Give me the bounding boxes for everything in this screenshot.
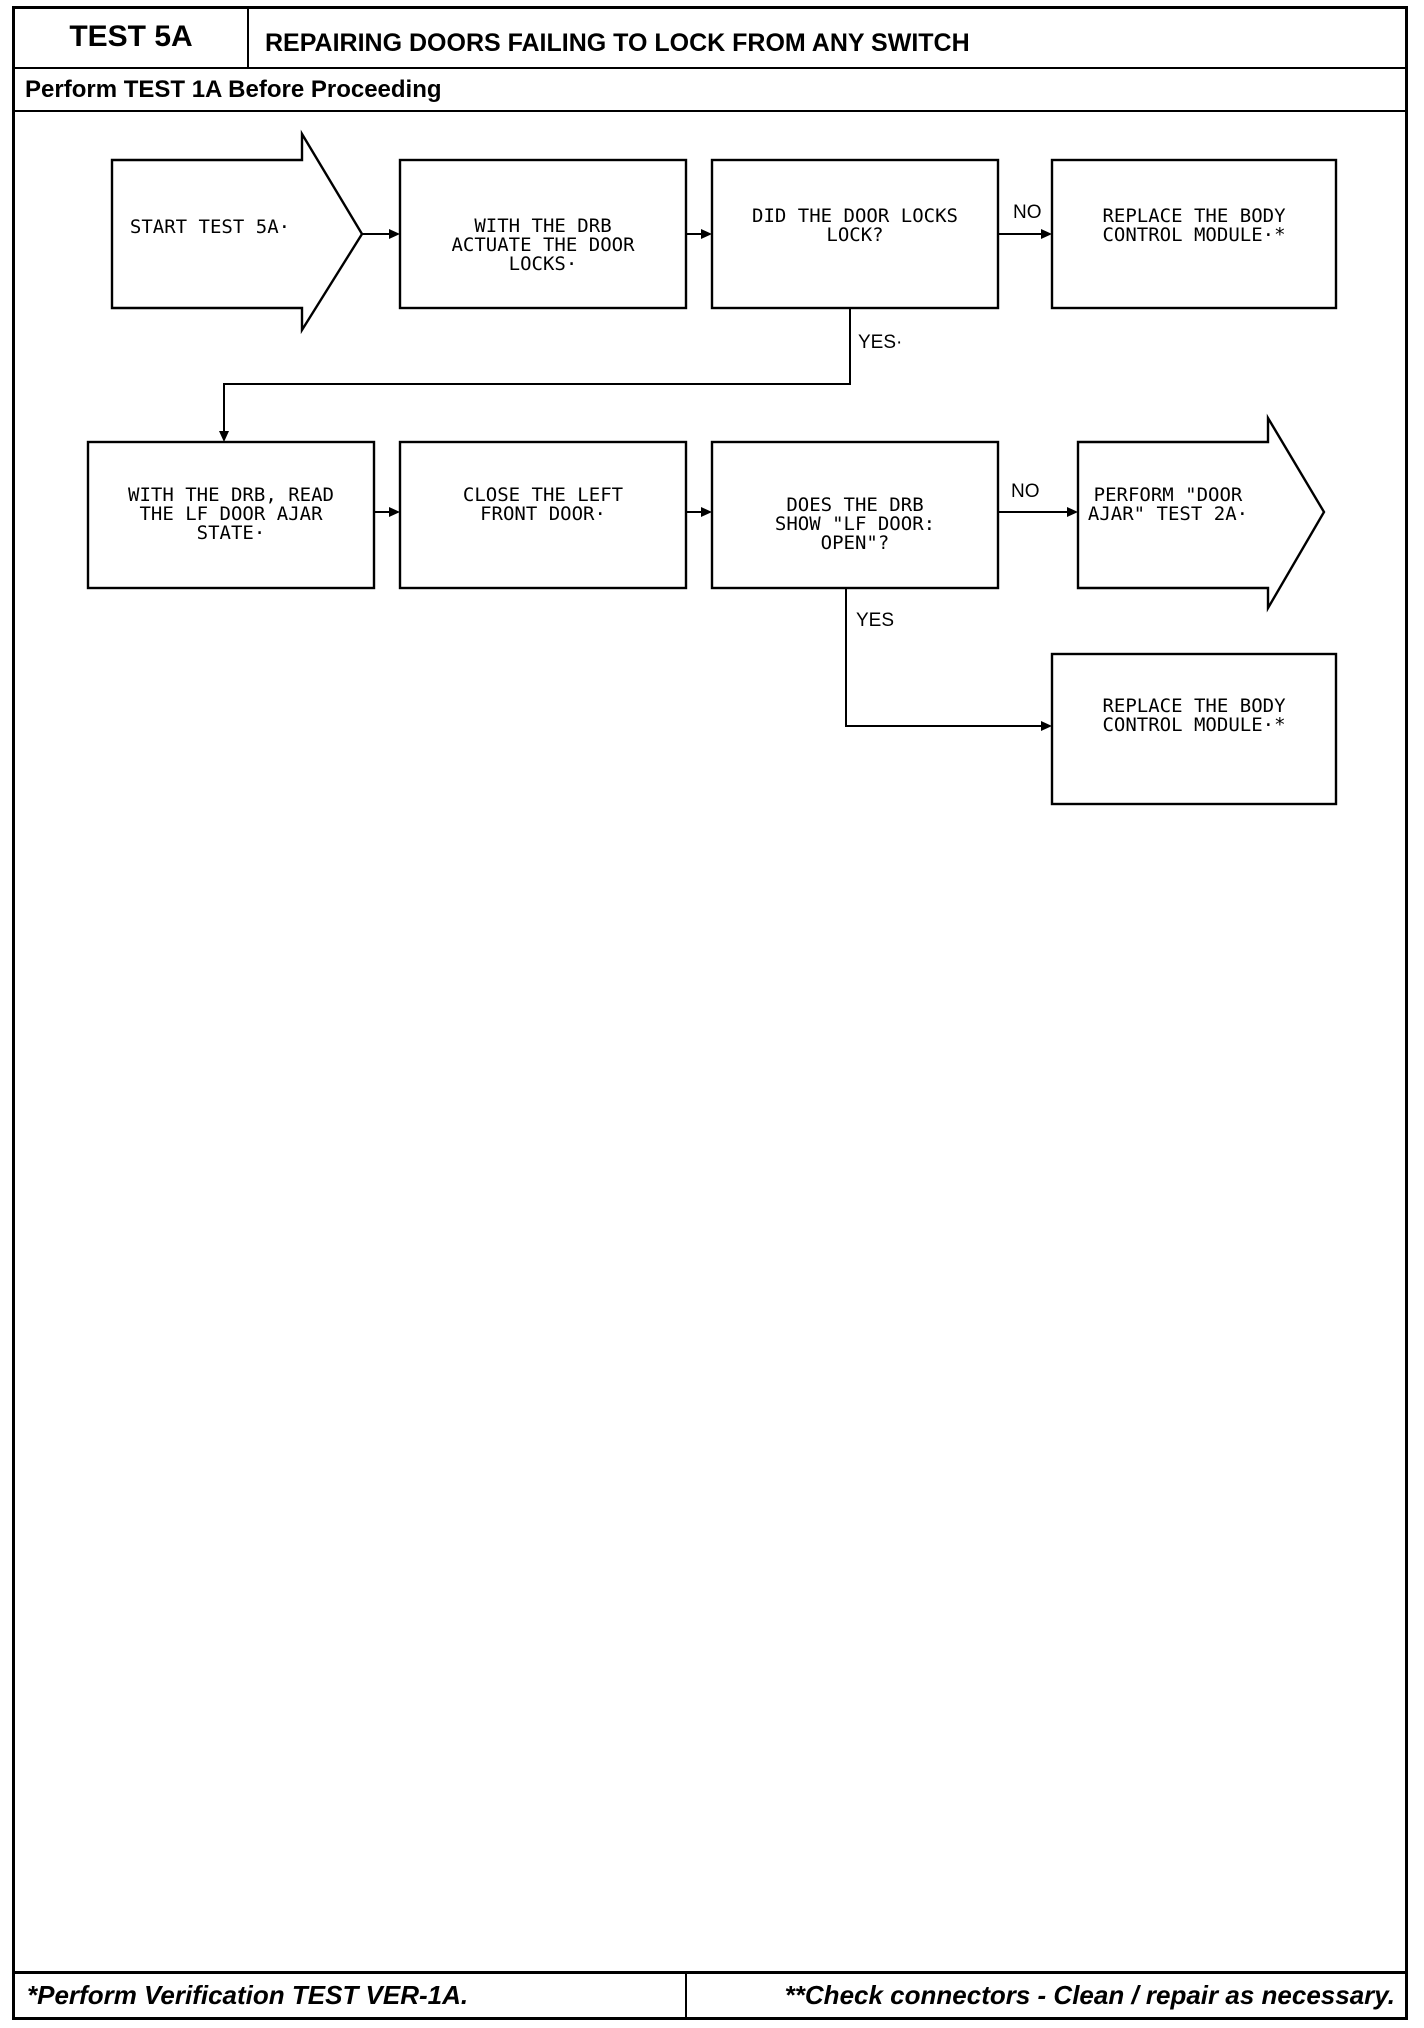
arrowhead [1067,507,1078,517]
node-text-line: REPLACE THE BODY [1102,205,1286,227]
node-text-line: LOCKS· [509,253,578,275]
node-text-line: AJAR" TEST 2A· [1088,503,1248,525]
arrowhead [701,229,712,239]
node-text-line: CLOSE THE LEFT [463,484,623,506]
arrowhead [219,431,229,442]
arrowhead [1041,721,1052,731]
header-row: TEST 5A REPAIRING DOORS FAILING TO LOCK … [15,9,1405,69]
node-text-line: LOCK? [826,224,883,246]
node-text-line: FRONT DOOR· [480,503,606,525]
arrowhead [389,229,400,239]
node-text-line: STATE· [197,522,266,544]
test-id: TEST 5A [15,9,249,67]
node-shows-open [710,440,1000,590]
node-perform-2a-arrow [1076,413,1326,613]
label-yes-1: YES· [858,332,902,353]
label-yes-2: YES [856,610,894,631]
page-frame: TEST 5A REPAIRING DOORS FAILING TO LOCK … [12,6,1408,2020]
node-text-line: WITH THE DRB [474,215,611,237]
node-text-line: REPLACE THE BODY [1102,695,1286,717]
node-text-line: THE LF DOOR AJAR [139,503,323,525]
arrowhead [389,507,400,517]
node-text-line: PERFORM "DOOR [1094,484,1243,506]
arrowhead [1041,229,1052,239]
footer-divider [685,1974,687,2017]
node-text-line: SHOW "LF DOOR: [775,513,935,535]
node-read-ajar [86,440,376,590]
arrowhead [701,507,712,517]
node-text-line: ACTUATE THE DOOR [451,234,635,256]
footer-verification-note: *Perform Verification TEST VER-1A. [27,1980,469,2010]
prerequisite-row: Perform TEST 1A Before Proceeding [15,69,1405,112]
node-text-line: DOES THE DRB [786,494,923,516]
node-text-line: CONTROL MODULE·* [1102,714,1285,736]
node-text-line: OPEN"? [821,532,890,554]
label-no-2: NO [1011,481,1040,502]
node-text-line: CONTROL MODULE·* [1102,224,1285,246]
footer-connectors-note: **Check connectors - Clean / repair as n… [784,1980,1395,2010]
edge-did-lock-yes [223,308,851,432]
node-replace-bcm-2 [1050,652,1338,806]
node-text-line: DID THE DOOR LOCKS [752,205,958,227]
node-close-door [398,440,688,590]
node-text-line: START TEST 5A· [130,216,290,238]
test-title: REPAIRING DOORS FAILING TO LOCK FROM ANY… [265,29,970,57]
edge-shows-open-yes [845,588,1042,727]
node-text-line: WITH THE DRB, READ [128,484,334,506]
start-test-arrow [110,129,364,335]
node-start-text: START TEST 5A· [130,216,290,238]
prerequisite-note: Perform TEST 1A Before Proceeding [25,76,442,103]
footer: *Perform Verification TEST VER-1A. **Che… [15,1971,1405,2017]
label-no-1: NO [1013,202,1042,223]
node-actuate [398,158,688,310]
